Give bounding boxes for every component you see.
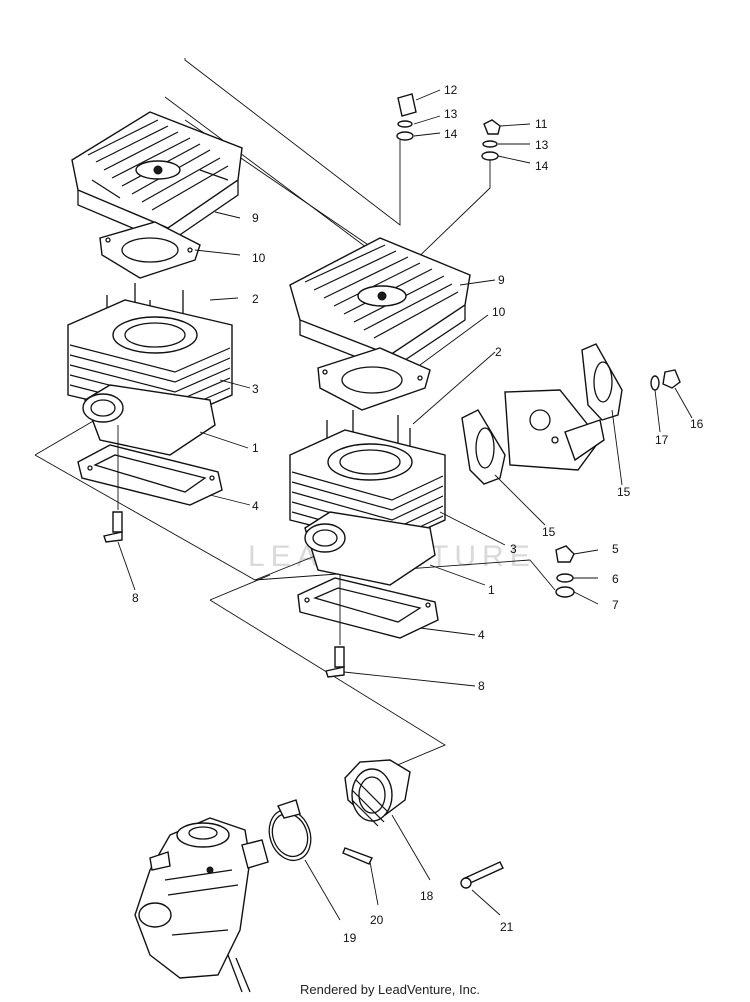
callout-13: 13 xyxy=(444,107,458,121)
callout-16: 16 xyxy=(690,417,704,431)
right-base-gasket xyxy=(297,577,476,639)
callout-2: 2 xyxy=(495,345,502,359)
stud-nut-washers xyxy=(555,545,599,605)
callout-20: 20 xyxy=(370,913,384,927)
callout-2: 2 xyxy=(252,292,259,306)
hose-clamp xyxy=(268,799,341,921)
left-base-gasket xyxy=(77,444,251,506)
bolt-21 xyxy=(460,861,504,916)
callout-8: 8 xyxy=(478,679,485,693)
callout-3: 3 xyxy=(252,382,259,396)
callout-9: 9 xyxy=(252,211,259,225)
callout-10: 10 xyxy=(252,251,266,265)
callout-7: 7 xyxy=(612,598,619,612)
callout-18: 18 xyxy=(420,889,434,903)
intake-manifold xyxy=(344,759,431,881)
screw-20 xyxy=(342,847,379,906)
callout-11: 11 xyxy=(535,117,548,131)
right-cylinder xyxy=(289,351,506,586)
left-head-gasket xyxy=(99,221,241,279)
right-cylinder-head xyxy=(289,237,496,371)
callout-13: 13 xyxy=(535,138,549,152)
callout-14: 14 xyxy=(444,127,458,141)
callout-3: 3 xyxy=(510,542,517,556)
callout-labels: 12 13 14 11 13 14 9 10 2 3 1 4 8 9 10 2 … xyxy=(132,83,704,945)
callout-10: 10 xyxy=(492,305,506,319)
callout-6: 6 xyxy=(612,572,619,586)
callout-19: 19 xyxy=(343,931,357,945)
left-cylinder xyxy=(67,283,251,456)
carburetor xyxy=(134,817,269,993)
callout-5: 5 xyxy=(612,542,619,556)
callout-1: 1 xyxy=(488,583,495,597)
exhaust-gaskets-and-flange xyxy=(461,343,623,526)
left-cylinder-head xyxy=(71,111,243,244)
callout-4: 4 xyxy=(478,628,485,642)
callout-15: 15 xyxy=(617,485,631,499)
left-nipple-fitting xyxy=(103,425,136,591)
right-nipple-fitting xyxy=(325,575,476,687)
callout-14: 14 xyxy=(535,159,549,173)
right-top-fasteners xyxy=(396,89,531,164)
callout-15: 15 xyxy=(542,525,556,539)
callout-21: 21 xyxy=(500,920,514,934)
footer-credit: Rendered by LeadVenture, Inc. xyxy=(300,982,480,997)
callout-9: 9 xyxy=(498,273,505,287)
callout-1: 1 xyxy=(252,441,259,455)
callout-8: 8 xyxy=(132,591,139,605)
exhaust-nuts xyxy=(650,369,693,433)
callout-12: 12 xyxy=(444,83,458,97)
right-head-gasket xyxy=(317,314,489,411)
callout-4: 4 xyxy=(252,499,259,513)
callout-17: 17 xyxy=(655,433,669,447)
